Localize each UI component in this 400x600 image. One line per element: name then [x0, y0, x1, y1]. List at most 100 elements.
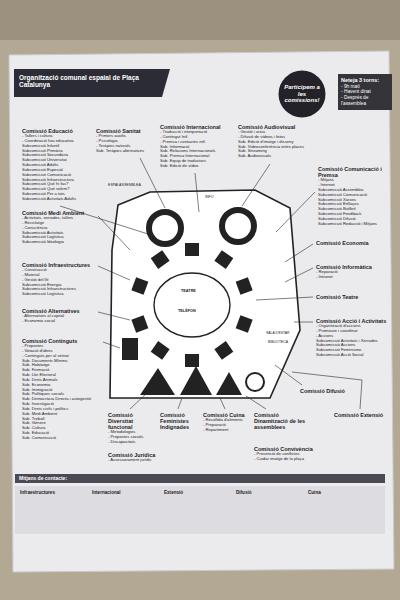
- contact-heading: Cuina: [308, 490, 321, 495]
- tent-block: [214, 250, 233, 269]
- commission-block: Comissió Cuina- Recollida d'aliments- Pr…: [203, 412, 251, 433]
- title-band: [14, 69, 170, 97]
- leader-line: [103, 342, 120, 348]
- node-item: Subcomissió Activitats Adults: [22, 197, 94, 202]
- node-heading: Comissió Dinamització de les assemblees: [254, 412, 310, 430]
- node-heading: Comissió Comunicació i Premsa: [318, 166, 390, 178]
- commission-block: Comissió Acció i Activitats- Organitzaci…: [316, 318, 390, 358]
- node-item: Sub. Teràpies alternatives: [96, 149, 158, 154]
- tent-ring: [131, 243, 252, 367]
- title-text: Organització comunal espaial de Plaça Ca…: [19, 74, 157, 89]
- commission-block: Comissió Comunicació i Premsa- Mitjans- …: [318, 166, 390, 227]
- commission-block: Comissió Educació- Tallers i cultura- Co…: [22, 128, 94, 202]
- tent-block: [151, 341, 170, 360]
- node-item: Sub. Comunicació: [22, 436, 100, 441]
- fountain: [222, 210, 254, 242]
- node-heading: Comissió Feministes Indignades: [160, 412, 200, 430]
- contact-heading: Infraestructures: [20, 490, 55, 495]
- leader-line: [294, 322, 313, 323]
- central-oval: [154, 273, 230, 337]
- tent-block: [131, 315, 148, 333]
- leader-line: [98, 216, 130, 250]
- commission-block: Comissió Alternatives- Alternatives al c…: [22, 308, 94, 324]
- info-box: Neteja 3 torns:- 9h matí- Havent dinat- …: [338, 74, 392, 110]
- leader-line: [285, 268, 313, 282]
- leader-line: [220, 398, 225, 409]
- tent-block: [151, 250, 170, 269]
- leader-line: [276, 192, 315, 232]
- node-item: - Economia social: [22, 319, 94, 324]
- leader-line: [246, 396, 266, 409]
- contact-heading: Internacional: [92, 490, 121, 495]
- commission-block: Comissió Convivència- Prevenció de confl…: [254, 446, 326, 462]
- node-item: Sub. Audiovisuals: [238, 154, 316, 159]
- commission-block: Comissió Internacional- Traducció i inte…: [160, 124, 234, 169]
- node-item: Subcomissió Acció Social: [316, 353, 390, 358]
- leader-line: [195, 173, 199, 212]
- tent-block: [185, 354, 199, 367]
- leader-lines: [60, 158, 362, 409]
- node-heading: Comissió Difusió: [300, 388, 358, 394]
- callout-circle: Participem a les comissions!: [278, 70, 326, 118]
- tent-block: [180, 366, 212, 395]
- node-item: - Intranet: [316, 275, 378, 280]
- leader-line: [292, 372, 362, 409]
- node-heading: Participem a les comissions!: [278, 84, 326, 104]
- leader-line: [285, 244, 313, 262]
- node-heading: Comissió Economia: [316, 240, 378, 246]
- leader-line: [275, 365, 302, 385]
- node-item: - Havent dinat: [341, 89, 389, 95]
- map-label: BIBLIOTECA: [268, 340, 288, 344]
- leader-line: [98, 312, 130, 320]
- commission-block: Comissió Diversitat funcional- Metodolog…: [108, 412, 158, 445]
- contact-heading: Extensió: [164, 490, 183, 495]
- small-circle: [246, 373, 264, 391]
- map-label: TEATRE: [181, 289, 196, 293]
- node-item: - Assessorament jurídic: [108, 458, 170, 463]
- tent-block: [214, 341, 233, 360]
- contact-band: Mitjans de contacte:: [15, 474, 385, 483]
- wall-shade: [0, 0, 400, 40]
- commission-block: Comissió Difusió: [300, 388, 358, 394]
- paper-sheet: [9, 51, 394, 572]
- contact-heading: Difusió: [236, 490, 252, 495]
- node-item: Subcomissió Ideologia: [22, 240, 94, 245]
- tent-block: [236, 315, 253, 333]
- commission-block: Comissió Jurídica- Assessorament jurídic: [108, 452, 170, 463]
- commission-block: Comissió Medi Ambient- Activitats, xerra…: [22, 210, 94, 245]
- map-label: INFO: [205, 195, 214, 199]
- leader-line: [130, 392, 148, 409]
- square-outline: [110, 190, 300, 398]
- commission-block: Comissió Continguts- Propostes- Votació …: [22, 338, 100, 441]
- map-label: TELÈFON: [178, 309, 196, 313]
- node-heading: Mitjans de contacte:: [19, 475, 381, 482]
- leader-line: [242, 164, 270, 206]
- contact-panel: [15, 486, 385, 534]
- leader-line: [178, 398, 182, 409]
- commission-block: Comissió Economia: [316, 240, 378, 246]
- leader-line: [98, 266, 130, 280]
- commission-block: Comissió Extensió: [334, 412, 392, 418]
- commission-block: Comissió Infraestructures- Construcció- …: [22, 262, 94, 297]
- node-item: - Repartiment: [203, 428, 251, 433]
- commission-block: Comissió Feministes Indignades: [160, 412, 200, 430]
- node-heading: Comissió Teatre: [316, 294, 378, 300]
- node-item: - Després de l'assemblea: [341, 95, 389, 107]
- circle-fill: [279, 71, 326, 118]
- node-heading: Comissió Extensió: [334, 412, 392, 418]
- commission-block: Comissió Teatre: [316, 294, 378, 300]
- node-item: Subcomissió Logística: [22, 292, 94, 297]
- node-item: - Discapacitats: [108, 440, 158, 445]
- tent-block: [122, 338, 138, 360]
- tent-block: [216, 372, 242, 395]
- tent-block: [131, 277, 148, 295]
- map-label: SALA D'ESTAR: [266, 331, 290, 335]
- commission-block: Comissió Audiovisual- Gestió i arxiu- Di…: [238, 124, 316, 159]
- node-item: - 9h matí: [341, 84, 389, 90]
- node-item: Sub. Edició de vídeo: [160, 164, 234, 169]
- node-heading: Neteja 3 torns:: [341, 77, 389, 84]
- node-item: - Cuidar imatge de la plaça: [254, 457, 326, 462]
- tent-block: [185, 243, 199, 256]
- commission-block: Comissió Dinamització de les assemblees: [254, 412, 310, 430]
